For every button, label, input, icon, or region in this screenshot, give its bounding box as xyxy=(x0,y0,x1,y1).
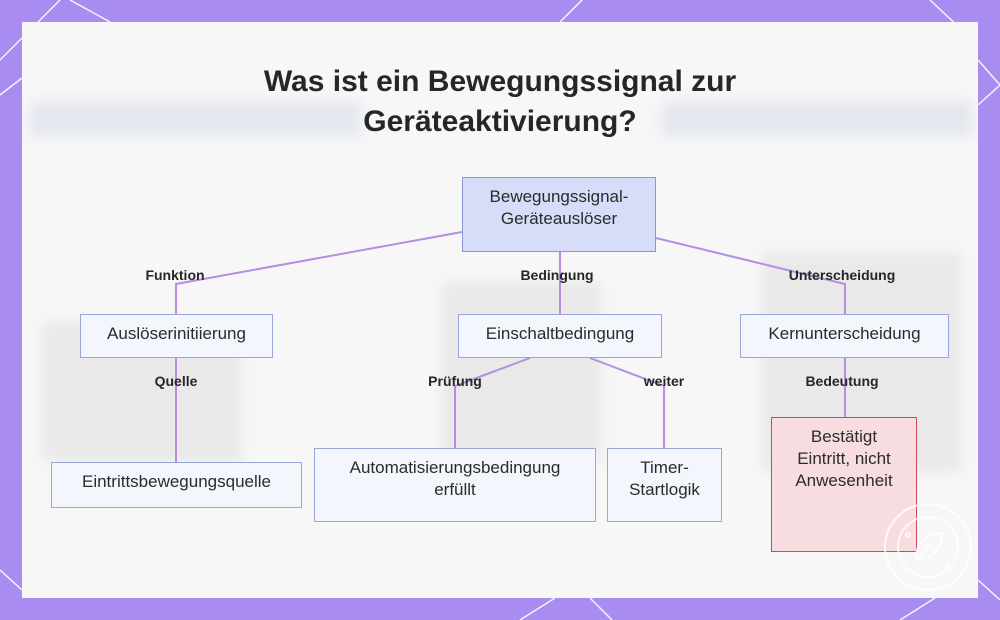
background-image-center xyxy=(442,282,602,462)
edge-label-check: Prüfung xyxy=(428,373,482,389)
automation-met-node: Automatisierungsbedingung erfüllt xyxy=(314,448,596,522)
core-difference-node: Kernunterscheidung xyxy=(740,314,949,358)
trigger-node: Auslöserinitiierung xyxy=(80,314,273,358)
edge-label-distinction: Unterscheidung xyxy=(788,267,896,283)
switch-condition-node: Einschaltbedingung xyxy=(458,314,662,358)
background-bar-right xyxy=(662,102,972,136)
edge-label-function: Funktion xyxy=(145,267,205,283)
background-bar-left xyxy=(30,102,360,136)
entry-source-node: Eintrittsbewegungsquelle xyxy=(51,462,302,508)
diagram-title: Was ist ein Bewegungssignal zur Geräteak… xyxy=(22,62,978,142)
edge-label-meaning: Bedeutung xyxy=(805,373,879,389)
edge-label-condition: Bedingung xyxy=(520,267,594,283)
leaf-logo-icon xyxy=(884,503,972,591)
edge-label-source: Quelle xyxy=(154,373,198,389)
edge-label-next: weiter xyxy=(643,373,685,389)
timer-logic-node: Timer- Startlogik xyxy=(607,448,722,522)
title-line-2: Geräteaktivierung? xyxy=(363,105,637,138)
root-node: Bewegungssignal- Geräteauslöser xyxy=(462,177,656,252)
title-line-1: Was ist ein Bewegungssignal zur xyxy=(263,65,737,98)
